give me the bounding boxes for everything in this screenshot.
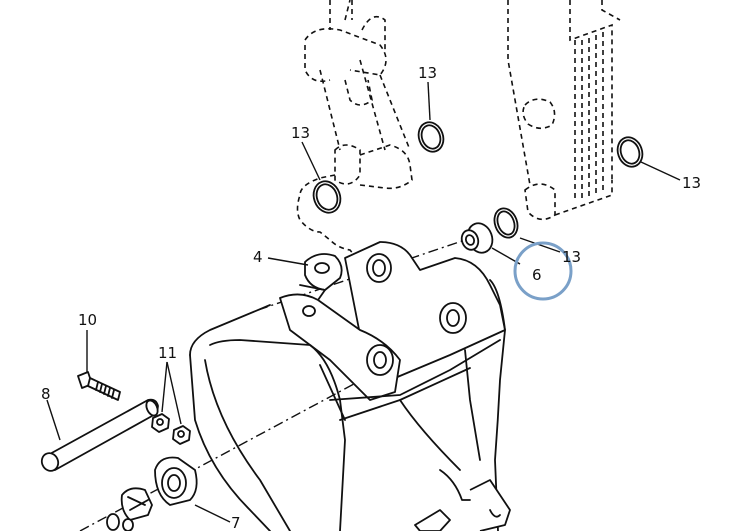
- pin-8: [40, 398, 159, 472]
- bucket-body: [189, 241, 511, 531]
- o-ring-13-upper-left: [312, 180, 342, 214]
- nut-11-left: [151, 413, 170, 433]
- callout-8: 8: [41, 385, 51, 403]
- callout-13-upper-middle: 13: [418, 64, 437, 82]
- highlight-circle: [513, 241, 573, 301]
- callout-13-lower-right: 13: [562, 248, 581, 266]
- callout-7: 7: [231, 514, 241, 531]
- leader-13a: [301, 141, 321, 181]
- leader-11a: [161, 361, 168, 413]
- upper-arm-right-hidden: [507, 0, 621, 221]
- callout-11: 11: [158, 344, 177, 362]
- bolt-10: [77, 371, 121, 401]
- callout-4: 4: [253, 248, 263, 266]
- leader-7: [194, 504, 231, 523]
- pin-axis-lower: [79, 369, 381, 531]
- leader-4: [267, 257, 309, 266]
- nut-11-right: [172, 425, 191, 445]
- o-ring-13-lower-right: [493, 207, 519, 239]
- o-ring-13-upper-middle: [417, 121, 445, 153]
- leader-13d: [519, 237, 561, 253]
- callout-10: 10: [78, 311, 97, 329]
- callout-13-right: 13: [682, 174, 701, 192]
- bushing-6: [460, 222, 494, 254]
- cap-7: [106, 456, 198, 531]
- leader-11b: [166, 361, 182, 425]
- callout-13-upper-left: 13: [291, 124, 310, 142]
- leader-8: [46, 399, 61, 441]
- o-ring-13-right: [616, 136, 644, 168]
- upper-arm-left-hidden: [296, 0, 413, 263]
- leader-13c: [640, 161, 681, 181]
- bracket-4: [299, 253, 343, 301]
- callout-6: 6: [532, 266, 542, 284]
- leader-13b: [427, 81, 431, 121]
